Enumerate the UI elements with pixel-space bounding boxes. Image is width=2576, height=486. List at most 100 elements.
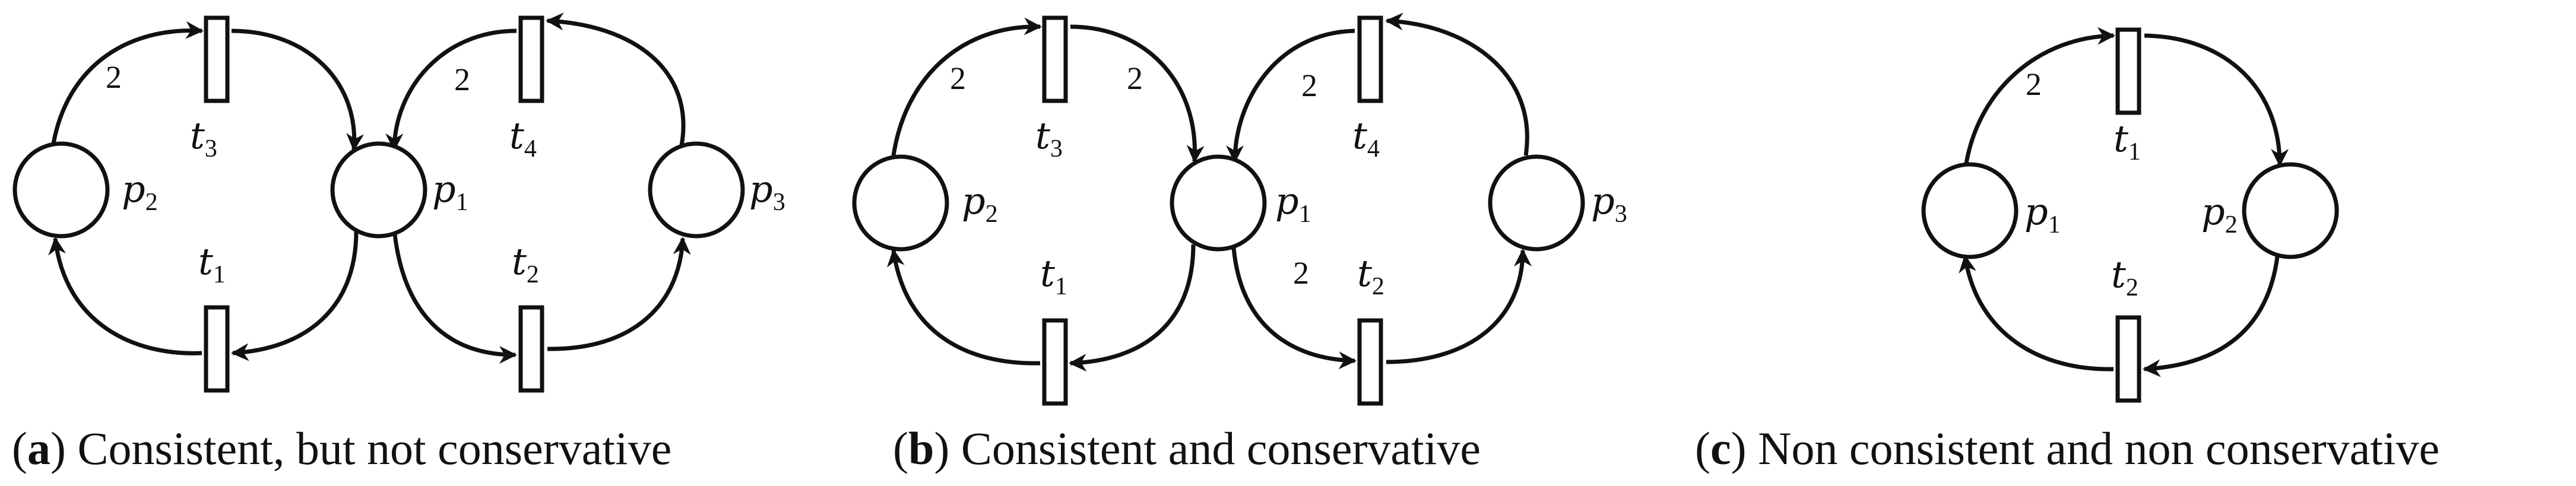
place-label-a-p1-symbol: p	[432, 167, 456, 211]
place-label-a-p2-index: 2	[145, 189, 158, 216]
transition-a-t1	[204, 305, 230, 393]
transition-a-t3	[204, 15, 230, 103]
caption-a-letter: a	[27, 423, 50, 474]
transition-label-a-t2-symbol: t	[512, 240, 527, 283]
place-a-p1	[330, 141, 427, 239]
caption-b-letter: b	[908, 423, 934, 474]
transition-label-b-t2: t2	[1357, 252, 1384, 300]
place-label-b-p3-index: 3	[1615, 201, 1627, 228]
arc-b-p1-t1	[1069, 244, 1196, 372]
arc-weight-b-t4-p1: 2	[1301, 68, 1317, 103]
arc-b-t1-p2	[886, 249, 1041, 366]
transition-label-a-t1-symbol: t	[198, 240, 213, 283]
arc-weight-a-p2-t3: 2	[106, 59, 122, 95]
place-label-b-p3-symbol: p	[1591, 179, 1615, 223]
place-label-c-p2: p2	[2201, 190, 2238, 239]
place-label-b-p1-index: 1	[1299, 201, 1311, 228]
arc-weight-a-t4-p1: 2	[454, 62, 470, 97]
place-label-a-p3-index: 3	[773, 189, 785, 216]
transition-b-t4	[1357, 15, 1383, 103]
transition-label-c-t1-symbol: t	[2114, 117, 2128, 160]
place-label-a-p2: p2	[122, 167, 158, 216]
transition-a-t2	[518, 305, 544, 393]
arc-c-t2-p1	[1959, 255, 2114, 371]
transition-label-b-t1-index: 1	[1055, 273, 1067, 300]
place-label-c-p1-symbol: p	[2024, 190, 2048, 233]
place-label-b-p1: p1	[1275, 179, 1311, 228]
transition-b-t3	[1042, 15, 1068, 103]
arc-a-t1-p2	[48, 237, 202, 355]
arc-b-t2-p3	[1386, 249, 1532, 364]
place-label-b-p2: p2	[962, 179, 998, 228]
transition-label-b-t3-symbol: t	[1035, 114, 1050, 157]
arc-b-p2-t3	[891, 17, 1042, 156]
caption-a-text: Consistent, but not conservative	[77, 423, 671, 474]
transition-label-a-t4: t4	[509, 114, 537, 163]
arc-weight-b-p1-t2: 2	[1293, 255, 1309, 291]
arc-weight-b-t3-p1: 2	[1127, 61, 1143, 96]
place-label-a-p2-symbol: p	[122, 167, 145, 211]
transition-b-t2	[1357, 318, 1383, 406]
transition-label-a-t4-index: 4	[524, 135, 537, 163]
transition-label-c-t2-index: 2	[2126, 274, 2138, 301]
transition-c-t1	[2115, 27, 2141, 115]
arc-a-t2-p3	[547, 237, 691, 351]
place-label-a-p3-symbol: p	[749, 167, 773, 211]
transition-label-b-t1-symbol: t	[1040, 252, 1055, 295]
arc-c-t1-p2	[2144, 33, 2289, 167]
place-a-p3	[648, 141, 745, 239]
caption-a: (a) Consistent, but not conservative	[12, 423, 671, 474]
place-label-a-p1: p1	[432, 167, 468, 216]
arc-c-p2-t2	[2143, 256, 2280, 377]
arc-a-t3-p1	[231, 28, 365, 151]
transition-label-c-t1: t1	[2114, 117, 2141, 166]
arc-b-p3-t4	[1385, 12, 1529, 156]
place-b-p3	[1488, 154, 1585, 252]
arc-b-p1-t2	[1231, 247, 1357, 370]
place-label-b-p1-symbol: p	[1275, 179, 1299, 223]
transition-c-t2	[2115, 315, 2141, 403]
transition-b-t1	[1042, 318, 1068, 406]
arc-a-t4-p1	[385, 28, 517, 151]
transition-label-a-t3-symbol: t	[190, 114, 205, 157]
place-label-b-p3: p3	[1591, 179, 1627, 228]
arc-c-p1-t1	[1964, 27, 2115, 164]
transition-label-a-t4-symbol: t	[509, 114, 524, 157]
place-label-c-p1-index: 1	[2048, 211, 2061, 239]
transition-label-c-t2: t2	[2111, 253, 2138, 301]
transition-label-b-t3-index: 3	[1050, 135, 1063, 163]
transition-label-c-t1-index: 1	[2128, 138, 2141, 166]
arc-weight-c-p1-t1: 2	[2026, 66, 2042, 102]
arc-a-p2-t3	[51, 21, 204, 144]
place-c-p1	[1921, 162, 2019, 259]
transition-label-a-t2: t2	[512, 240, 539, 288]
place-label-c-p2-symbol: p	[2201, 190, 2225, 233]
arc-a-p1-t2	[392, 234, 517, 364]
place-label-c-p1: p1	[2024, 190, 2061, 239]
caption-c-text: Non consistent and non conservative	[1758, 423, 2439, 474]
place-c-p2	[2242, 162, 2339, 259]
place-b-p2	[852, 154, 949, 252]
transition-label-b-t2-symbol: t	[1357, 252, 1372, 295]
transition-label-a-t2-index: 2	[527, 261, 539, 288]
caption-c-letter: c	[1710, 423, 1731, 474]
caption-b-text: Consistent and conservative	[961, 423, 1481, 474]
transition-label-b-t3: t3	[1035, 114, 1063, 163]
arc-a-p3-t4	[546, 12, 686, 146]
transition-a-t4	[518, 15, 544, 103]
place-a-p2	[12, 141, 110, 239]
transition-label-b-t1: t1	[1040, 252, 1067, 300]
place-label-c-p2-index: 2	[2225, 211, 2238, 239]
transition-label-b-t4-symbol: t	[1352, 114, 1367, 157]
place-label-a-p1-index: 1	[456, 189, 468, 216]
transition-label-b-t4-index: 4	[1367, 135, 1380, 163]
arc-a-p1-t1	[231, 231, 359, 361]
arc-weight-b-p2-t3: 2	[950, 61, 966, 96]
transition-label-a-t1-index: 1	[213, 261, 226, 288]
caption-b: (b) Consistent and conservative	[893, 423, 1481, 474]
transition-label-c-t2-symbol: t	[2111, 253, 2126, 296]
